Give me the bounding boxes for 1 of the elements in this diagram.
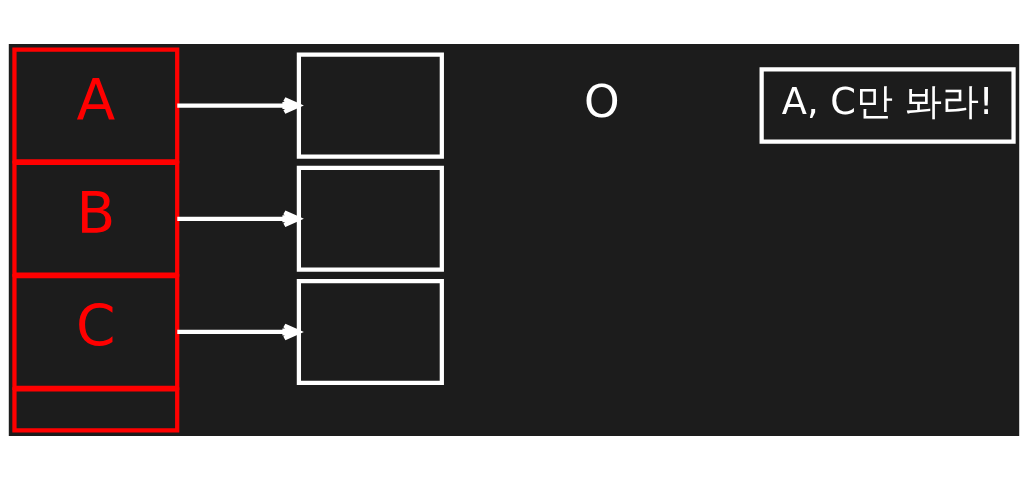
label: O — [583, 75, 620, 129]
